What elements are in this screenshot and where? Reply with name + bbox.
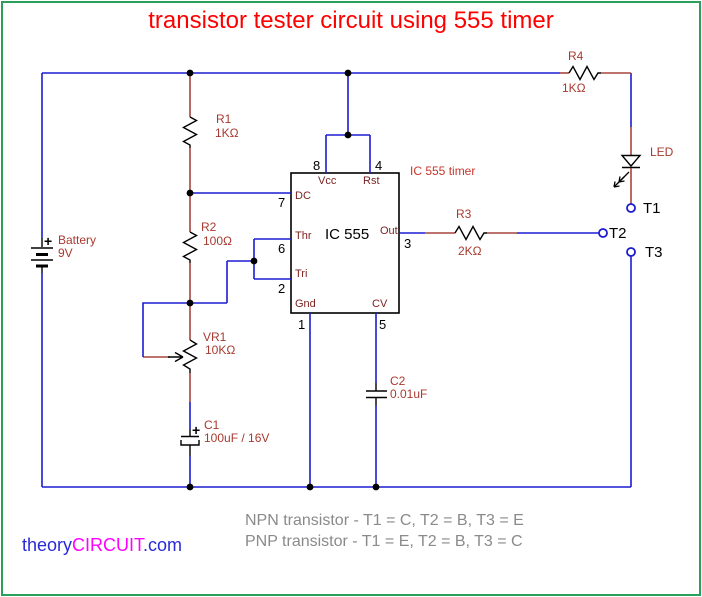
npn-note-line: NPN transistor - T1 = C, T2 = B, T3 = E bbox=[245, 512, 524, 529]
terminal-t3-label: T3 bbox=[645, 244, 663, 261]
r3-name-label: R3 bbox=[456, 207, 472, 221]
vr1-wiper-loop-wire bbox=[142, 302, 190, 357]
r1-value-label: 1KΩ bbox=[215, 126, 239, 140]
pin-number-7: 7 bbox=[278, 195, 286, 210]
resistor-r2-symbol bbox=[182, 193, 198, 303]
ic555-note-label: IC 555 timer bbox=[410, 164, 476, 178]
pin-cv-label: CV bbox=[372, 298, 388, 310]
resistor-r3-symbol bbox=[399, 225, 599, 241]
pin-dc-label: DC bbox=[295, 190, 311, 202]
pin-tri-label: Tri bbox=[295, 268, 308, 280]
site-logo: theoryCIRCUIT.com bbox=[22, 536, 182, 554]
pin-rst-label: Rst bbox=[363, 175, 380, 187]
logo-part-circuit: CIRCUIT bbox=[72, 535, 144, 555]
junction-dots bbox=[186, 69, 380, 491]
pnp-note-line: PNP transistor - T1 = E, T2 = B, T3 = C bbox=[245, 533, 523, 550]
pin-out-label: Out bbox=[380, 225, 398, 237]
capacitor-c2-symbol bbox=[366, 313, 387, 487]
thr-tri-wire bbox=[190, 238, 291, 304]
pin-gnd-label: Gnd bbox=[295, 298, 316, 310]
pin-vcc-label: Vcc bbox=[318, 175, 337, 187]
ic555-box bbox=[290, 172, 400, 314]
logo-part-com: .com bbox=[143, 535, 183, 555]
r3-value-label: 2KΩ bbox=[458, 244, 482, 258]
capacitor-c1-symbol bbox=[180, 402, 200, 487]
terminal-t1-label: T1 bbox=[643, 200, 661, 217]
battery-name-label: Battery bbox=[58, 233, 97, 247]
r1-name-label: R1 bbox=[216, 112, 232, 126]
c1-value-label: 100uF / 16V bbox=[204, 431, 270, 445]
pin-number-5: 5 bbox=[379, 317, 387, 332]
c2-value-label: 0.01uF bbox=[390, 387, 428, 401]
battery-symbol bbox=[31, 238, 53, 273]
terminal-t2-circle bbox=[598, 228, 608, 238]
potentiometer-vr1-symbol bbox=[143, 303, 198, 402]
c1-plus-sign: + bbox=[192, 422, 201, 438]
led-symbol bbox=[613, 127, 642, 204]
pin-number-6: 6 bbox=[278, 241, 286, 256]
terminal-t3-circle bbox=[626, 247, 636, 257]
r2-name-label: R2 bbox=[201, 220, 217, 234]
r2-value-label: 100Ω bbox=[203, 234, 232, 248]
c1-name-label: C1 bbox=[204, 418, 220, 432]
terminal-t1-circle bbox=[626, 203, 636, 213]
pin-number-1: 1 bbox=[298, 317, 306, 332]
led-label: LED bbox=[650, 145, 674, 159]
resistor-r4-symbol bbox=[560, 65, 631, 81]
ic555-label: IC 555 bbox=[325, 226, 370, 243]
r4-value-label: 1KΩ bbox=[562, 81, 586, 95]
resistor-r1-symbol bbox=[182, 73, 198, 193]
top-rail-wire bbox=[41, 72, 632, 488]
terminal-t2-label: T2 bbox=[609, 225, 627, 242]
c2-name-label: C2 bbox=[390, 374, 406, 388]
logo-part-theory: theory bbox=[22, 535, 73, 555]
pin-number-2: 2 bbox=[278, 281, 286, 296]
vcc-rst-wire bbox=[325, 73, 371, 173]
terminal-circles bbox=[598, 203, 636, 257]
pin-thr-label: Thr bbox=[295, 230, 312, 242]
pin-number-3: 3 bbox=[404, 236, 412, 251]
pin-number-4: 4 bbox=[375, 158, 383, 173]
page-title: transistor tester circuit using 555 time… bbox=[148, 7, 554, 34]
vr1-value-label: 10KΩ bbox=[205, 343, 236, 357]
battery-plus-sign: + bbox=[44, 233, 53, 249]
vr1-name-label: VR1 bbox=[203, 330, 227, 344]
pin-number-8: 8 bbox=[313, 158, 321, 173]
r4-name-label: R4 bbox=[568, 49, 584, 63]
battery-value-label: 9V bbox=[58, 246, 73, 260]
